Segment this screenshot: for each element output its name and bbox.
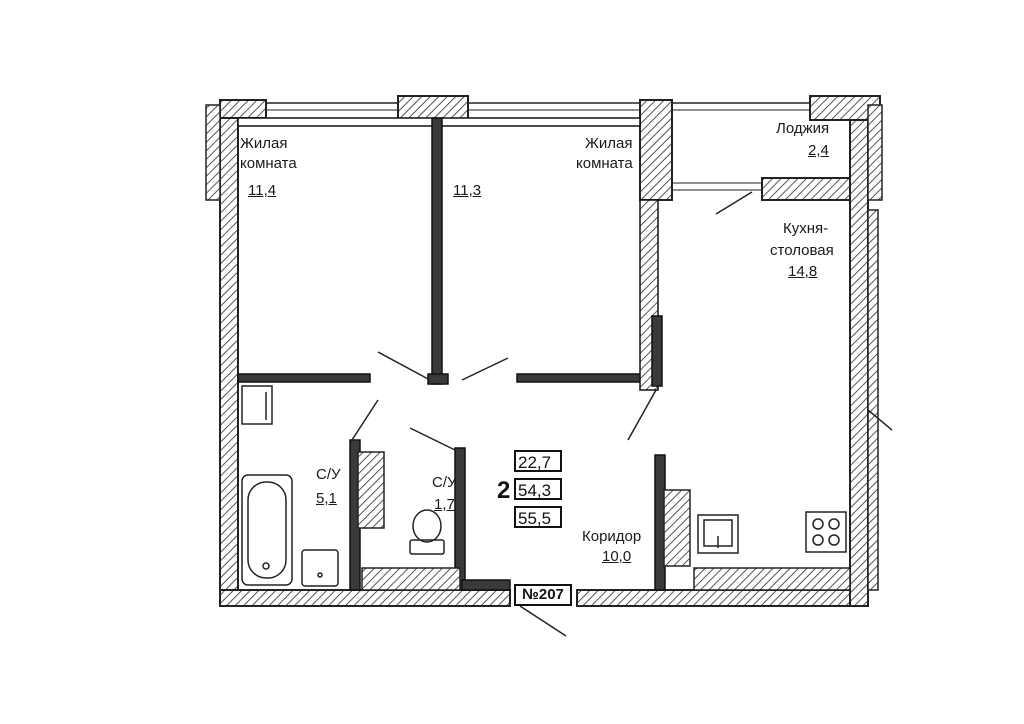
room-name-living2-line1: Жилая — [585, 135, 633, 152]
washing-machine-icon — [241, 385, 273, 425]
room-name-loggia: Лоджия — [776, 120, 830, 137]
room-name-living1-line1: Жилая — [240, 135, 288, 152]
toilet-icon — [409, 509, 445, 555]
room-area-loggia: 2,4 — [808, 142, 829, 159]
room-area-bath1: 5,1 — [316, 490, 337, 507]
room-name-living1-line2: комната — [240, 155, 297, 172]
stove-icon — [805, 511, 847, 553]
room-name-kitchen-line1: Кухня- — [783, 220, 829, 237]
doors — [351, 191, 893, 637]
room-area-bath2: 1,7 — [434, 496, 455, 513]
bathtub-icon — [241, 474, 293, 586]
room-name-living2-line2: комната — [576, 155, 633, 172]
sink-icon — [301, 549, 339, 587]
kitchen-sink-icon — [697, 514, 739, 554]
room-area-living2: 11,3 — [453, 182, 482, 199]
room-name-bath1: С/У — [316, 466, 341, 483]
living-area-box: 22,7 — [514, 450, 562, 472]
outer-walls — [205, 95, 883, 607]
room-name-kitchen-line2: столовая — [770, 242, 834, 259]
total-area-box: 54,3 — [514, 478, 562, 500]
inner-walls — [237, 117, 666, 591]
room-area-living1: 11,4 — [248, 182, 277, 199]
room-name-corridor: Коридор — [582, 528, 642, 545]
total-with-loggia-box: 55,5 — [514, 506, 562, 528]
room-area-kitchen: 14,8 — [788, 263, 818, 280]
shafts — [357, 451, 851, 591]
apartment-number: №207 — [514, 584, 572, 606]
windows — [266, 102, 810, 191]
rooms-count: 2 — [497, 477, 511, 504]
room-area-corridor: 10,0 — [602, 548, 632, 565]
room-name-bath2: С/У — [432, 474, 457, 491]
